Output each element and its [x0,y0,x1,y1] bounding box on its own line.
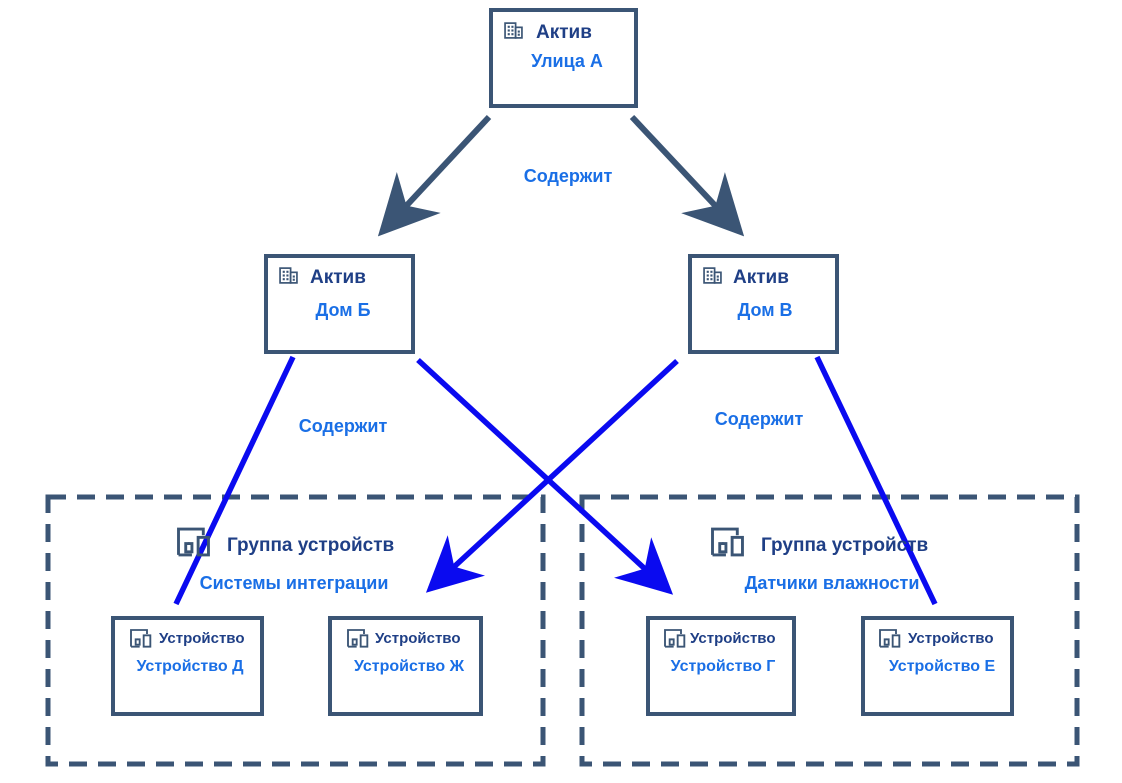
device-node-zh[interactable]: Устройство Устройство Ж [328,616,483,716]
group-container-left [45,494,546,767]
device-group-icon [713,529,743,555]
asset-name-label: Дом В [737,300,792,320]
group-name-label: Датчики влажности [745,573,920,593]
device-node-d[interactable]: Устройство Устройство Д [111,616,264,716]
asset-name-label: Дом Б [315,300,370,320]
device-name-label: Устройство Ж [354,658,465,675]
group-container-right [579,494,1080,767]
asset-node-street[interactable]: Актив Улица А [489,8,638,108]
relation-label-left: Содержит [299,416,388,436]
group-type-label: Группа устройств [227,535,394,556]
asset-type-label: Актив [733,267,789,288]
device-type-label: Устройство [375,630,461,647]
asset-node-house-v[interactable]: Актив Дом В [688,254,839,354]
device-name-label: Устройство Г [671,658,776,675]
asset-type-label: Актив [310,267,366,288]
device-group-right[interactable]: Группа устройств Датчики влажности [713,529,929,593]
group-type-label: Группа устройств [761,535,928,556]
edge-street-to-house-v [629,114,745,237]
device-name-label: Устройство Е [889,658,996,675]
device-type-label: Устройство [908,630,994,647]
edge-house-v-to-left-group [425,358,679,593]
relation-label-right: Содержит [715,409,804,429]
asset-node-house-b[interactable]: Актив Дом Б [264,254,415,354]
relation-label-top: Содержит [524,166,613,186]
edge-house-b-to-right-group [416,357,674,595]
device-type-label: Устройство [159,630,245,647]
device-node-e[interactable]: Устройство Устройство Е [861,616,1014,716]
edge-house-v-to-right-group [814,355,938,606]
edge-street-to-house-b [377,114,492,237]
device-node-g[interactable]: Устройство Устройство Г [646,616,796,716]
device-name-label: Устройство Д [136,658,244,675]
device-group-left[interactable]: Группа устройств Системы интеграции [179,529,395,593]
edge-house-b-to-left-group [173,355,296,606]
group-name-label: Системы интеграции [200,573,389,593]
asset-name-label: Улица А [531,51,603,71]
asset-type-label: Актив [536,22,592,43]
device-type-label: Устройство [690,630,776,647]
